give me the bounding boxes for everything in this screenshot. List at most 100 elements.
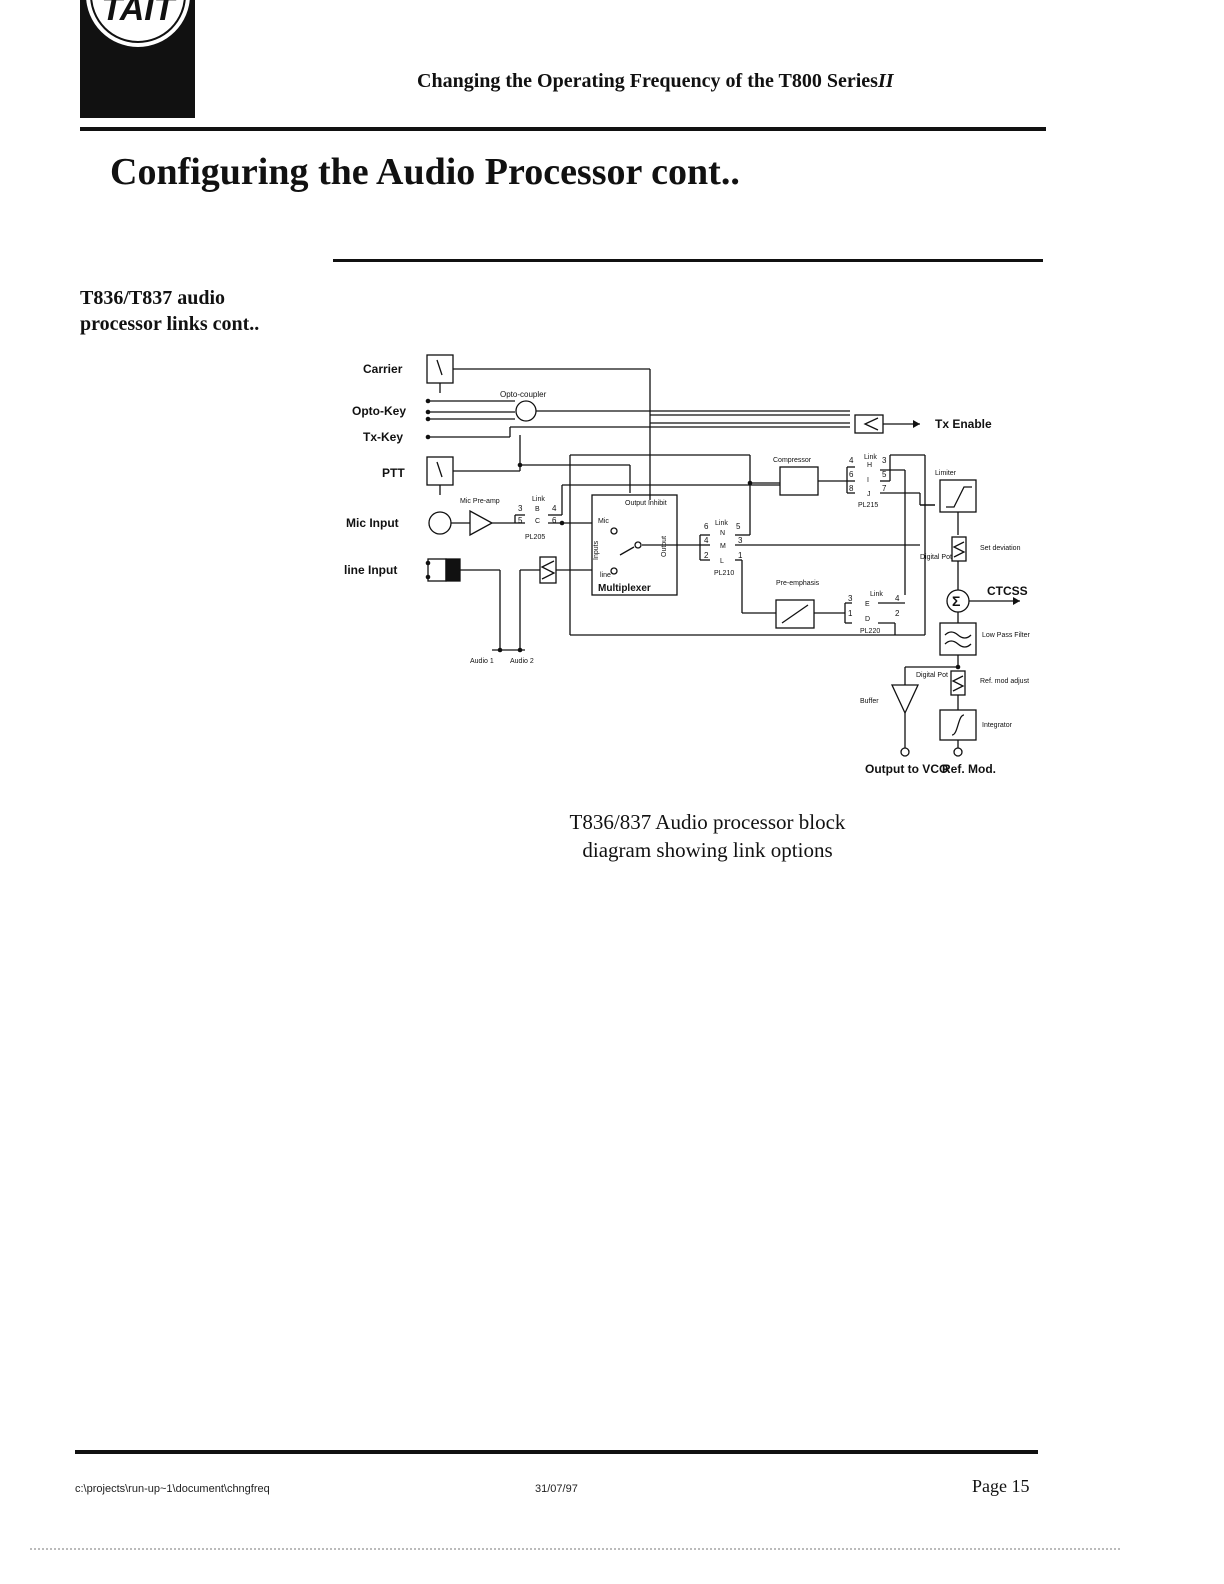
footer-file-path: c:\projects\run-up~1\document\chngfreq (75, 1483, 270, 1495)
pl220-label: PL220 (860, 628, 880, 635)
compressor-block (779, 466, 819, 496)
compressor-label: Compressor (773, 457, 812, 464)
pin-e3: 3 (848, 594, 853, 603)
ref-mod-label: Ref. Mod. (942, 762, 996, 776)
mic-switch-label: Mic (598, 518, 609, 525)
sigma-symbol: Σ (952, 593, 960, 609)
pin-h-letter: H (867, 462, 872, 469)
pin-e-letter: E (865, 601, 870, 608)
pin-i5: 5 (882, 470, 887, 479)
page-title: Configuring the Audio Processor cont.. (110, 151, 740, 193)
section-rule (333, 259, 1043, 262)
pin-h3: 3 (882, 456, 887, 465)
header-title-text: Changing the Operating Frequency of the … (417, 70, 878, 92)
pin-n5: 5 (736, 522, 741, 531)
pin-e4: 4 (895, 594, 900, 603)
mic-preamp-label: Mic Pre-amp (460, 498, 500, 505)
pin-n6: 6 (704, 522, 709, 531)
set-deviation-pot (951, 536, 967, 562)
header-rule (80, 127, 1046, 131)
mic-preamp-triangle (469, 509, 494, 537)
pin-d1: 1 (848, 609, 853, 618)
carrier-label: Carrier (363, 362, 403, 376)
audio-processor-block-diagram: Carrier Opto-Key Tx-Key PTT Mic Input li… (330, 345, 1040, 800)
set-deviation-label: Set deviation (980, 545, 1021, 552)
pre-emphasis-label: Pre-emphasis (776, 580, 820, 587)
buffer-triangle (890, 684, 920, 715)
pin-l1: 1 (738, 551, 743, 560)
tx-enable-label: Tx Enable (935, 417, 992, 431)
low-pass-filter-block (939, 622, 977, 656)
scan-artifact-line (30, 1548, 1120, 1556)
figure-caption: T836/837 Audio processor block diagram s… (500, 808, 915, 864)
pl205-label: PL205 (525, 534, 545, 541)
pin-b4: 4 (552, 504, 557, 513)
pin-j8: 8 (849, 484, 854, 493)
pin-m-letter: M (720, 543, 726, 550)
digital-pot-label-1: Digital Pot (920, 554, 952, 561)
integrator-label: Integrator (982, 722, 1013, 729)
pl210-label: PL210 (714, 570, 734, 577)
tx-enable-buffer-box (854, 414, 884, 434)
audio-1-label: Audio 1 (470, 658, 494, 665)
pin-i-letter: I (867, 477, 869, 484)
pre-emphasis-block (775, 599, 815, 629)
multiplexer-label: Multiplexer (598, 583, 651, 594)
pin-j7: 7 (882, 484, 887, 493)
ptt-label: PTT (382, 466, 405, 480)
footer-page-number: Page 15 (972, 1476, 1030, 1496)
buffer-label: Buffer (860, 698, 879, 705)
pin-b-letter: B (535, 506, 540, 513)
pin-i6: 6 (849, 470, 854, 479)
pin-d2: 2 (895, 609, 900, 618)
line-switch-label: line (600, 572, 611, 579)
line-input-label: line Input (344, 563, 397, 577)
logo-text: TAIT (101, 0, 177, 28)
pin-m3: 3 (738, 536, 743, 545)
footer-date: 31/07/97 (535, 1483, 578, 1495)
pin-d-letter: D (865, 616, 870, 623)
running-header: Changing the Operating Frequency of the … (417, 70, 894, 93)
limiter-label: Limiter (935, 470, 957, 477)
output-label: Output (661, 536, 668, 557)
ctcss-label: CTCSS (987, 584, 1028, 598)
mic-input-symbol (428, 511, 452, 535)
side-heading-line-1: T836/T837 audio (80, 287, 226, 309)
low-pass-filter-label: Low Pass Filter (982, 632, 1031, 639)
audio-2-label: Audio 2 (510, 658, 534, 665)
side-heading: T836/T837 audio processor links cont.. (80, 285, 320, 337)
limiter-block (939, 479, 977, 513)
pl205-link-label: Link (532, 496, 545, 503)
output-inhibit-label: Output Inhibit (625, 500, 667, 507)
caption-line-2: diagram showing link options (582, 838, 833, 862)
pin-c6: 6 (552, 516, 557, 525)
diagram-svg: Carrier Opto-Key Tx-Key PTT Mic Input li… (344, 354, 1031, 776)
pin-l-letter: L (720, 558, 724, 565)
pin-n-letter: N (720, 530, 725, 537)
opto-coupler-symbol (515, 400, 537, 422)
pin-l2: 2 (704, 551, 709, 560)
line-input-transformer (445, 558, 461, 582)
inputs-label: Inputs (593, 540, 600, 560)
company-logo: TAIT (80, 0, 195, 118)
footer-rule (75, 1450, 1038, 1454)
opto-coupler-label: Opto-coupler (500, 390, 547, 399)
tx-key-label: Tx-Key (363, 430, 403, 444)
pin-h4: 4 (849, 456, 854, 465)
pl215-label: PL215 (858, 502, 878, 509)
pl215-link-label: Link (864, 454, 877, 461)
mic-input-label: Mic Input (346, 516, 399, 530)
pin-b3: 3 (518, 504, 523, 513)
header-title-suffix: II (877, 70, 894, 92)
pin-c-letter: C (535, 518, 540, 525)
caption-line-1: T836/837 Audio processor block (569, 810, 846, 834)
opto-key-label: Opto-Key (352, 404, 406, 418)
side-heading-line-2: processor links cont.. (80, 313, 260, 335)
pin-m4: 4 (704, 536, 709, 545)
digital-pot-label-2: Digital Pot (916, 672, 948, 679)
pl220-link-label: Link (870, 591, 883, 598)
output-to-vco-label: Output to VCO (865, 762, 948, 776)
pin-j-letter: J (867, 491, 871, 498)
ref-mod-adjust-label: Ref. mod adjust (980, 678, 1029, 685)
pin-c5: 5 (518, 516, 523, 525)
